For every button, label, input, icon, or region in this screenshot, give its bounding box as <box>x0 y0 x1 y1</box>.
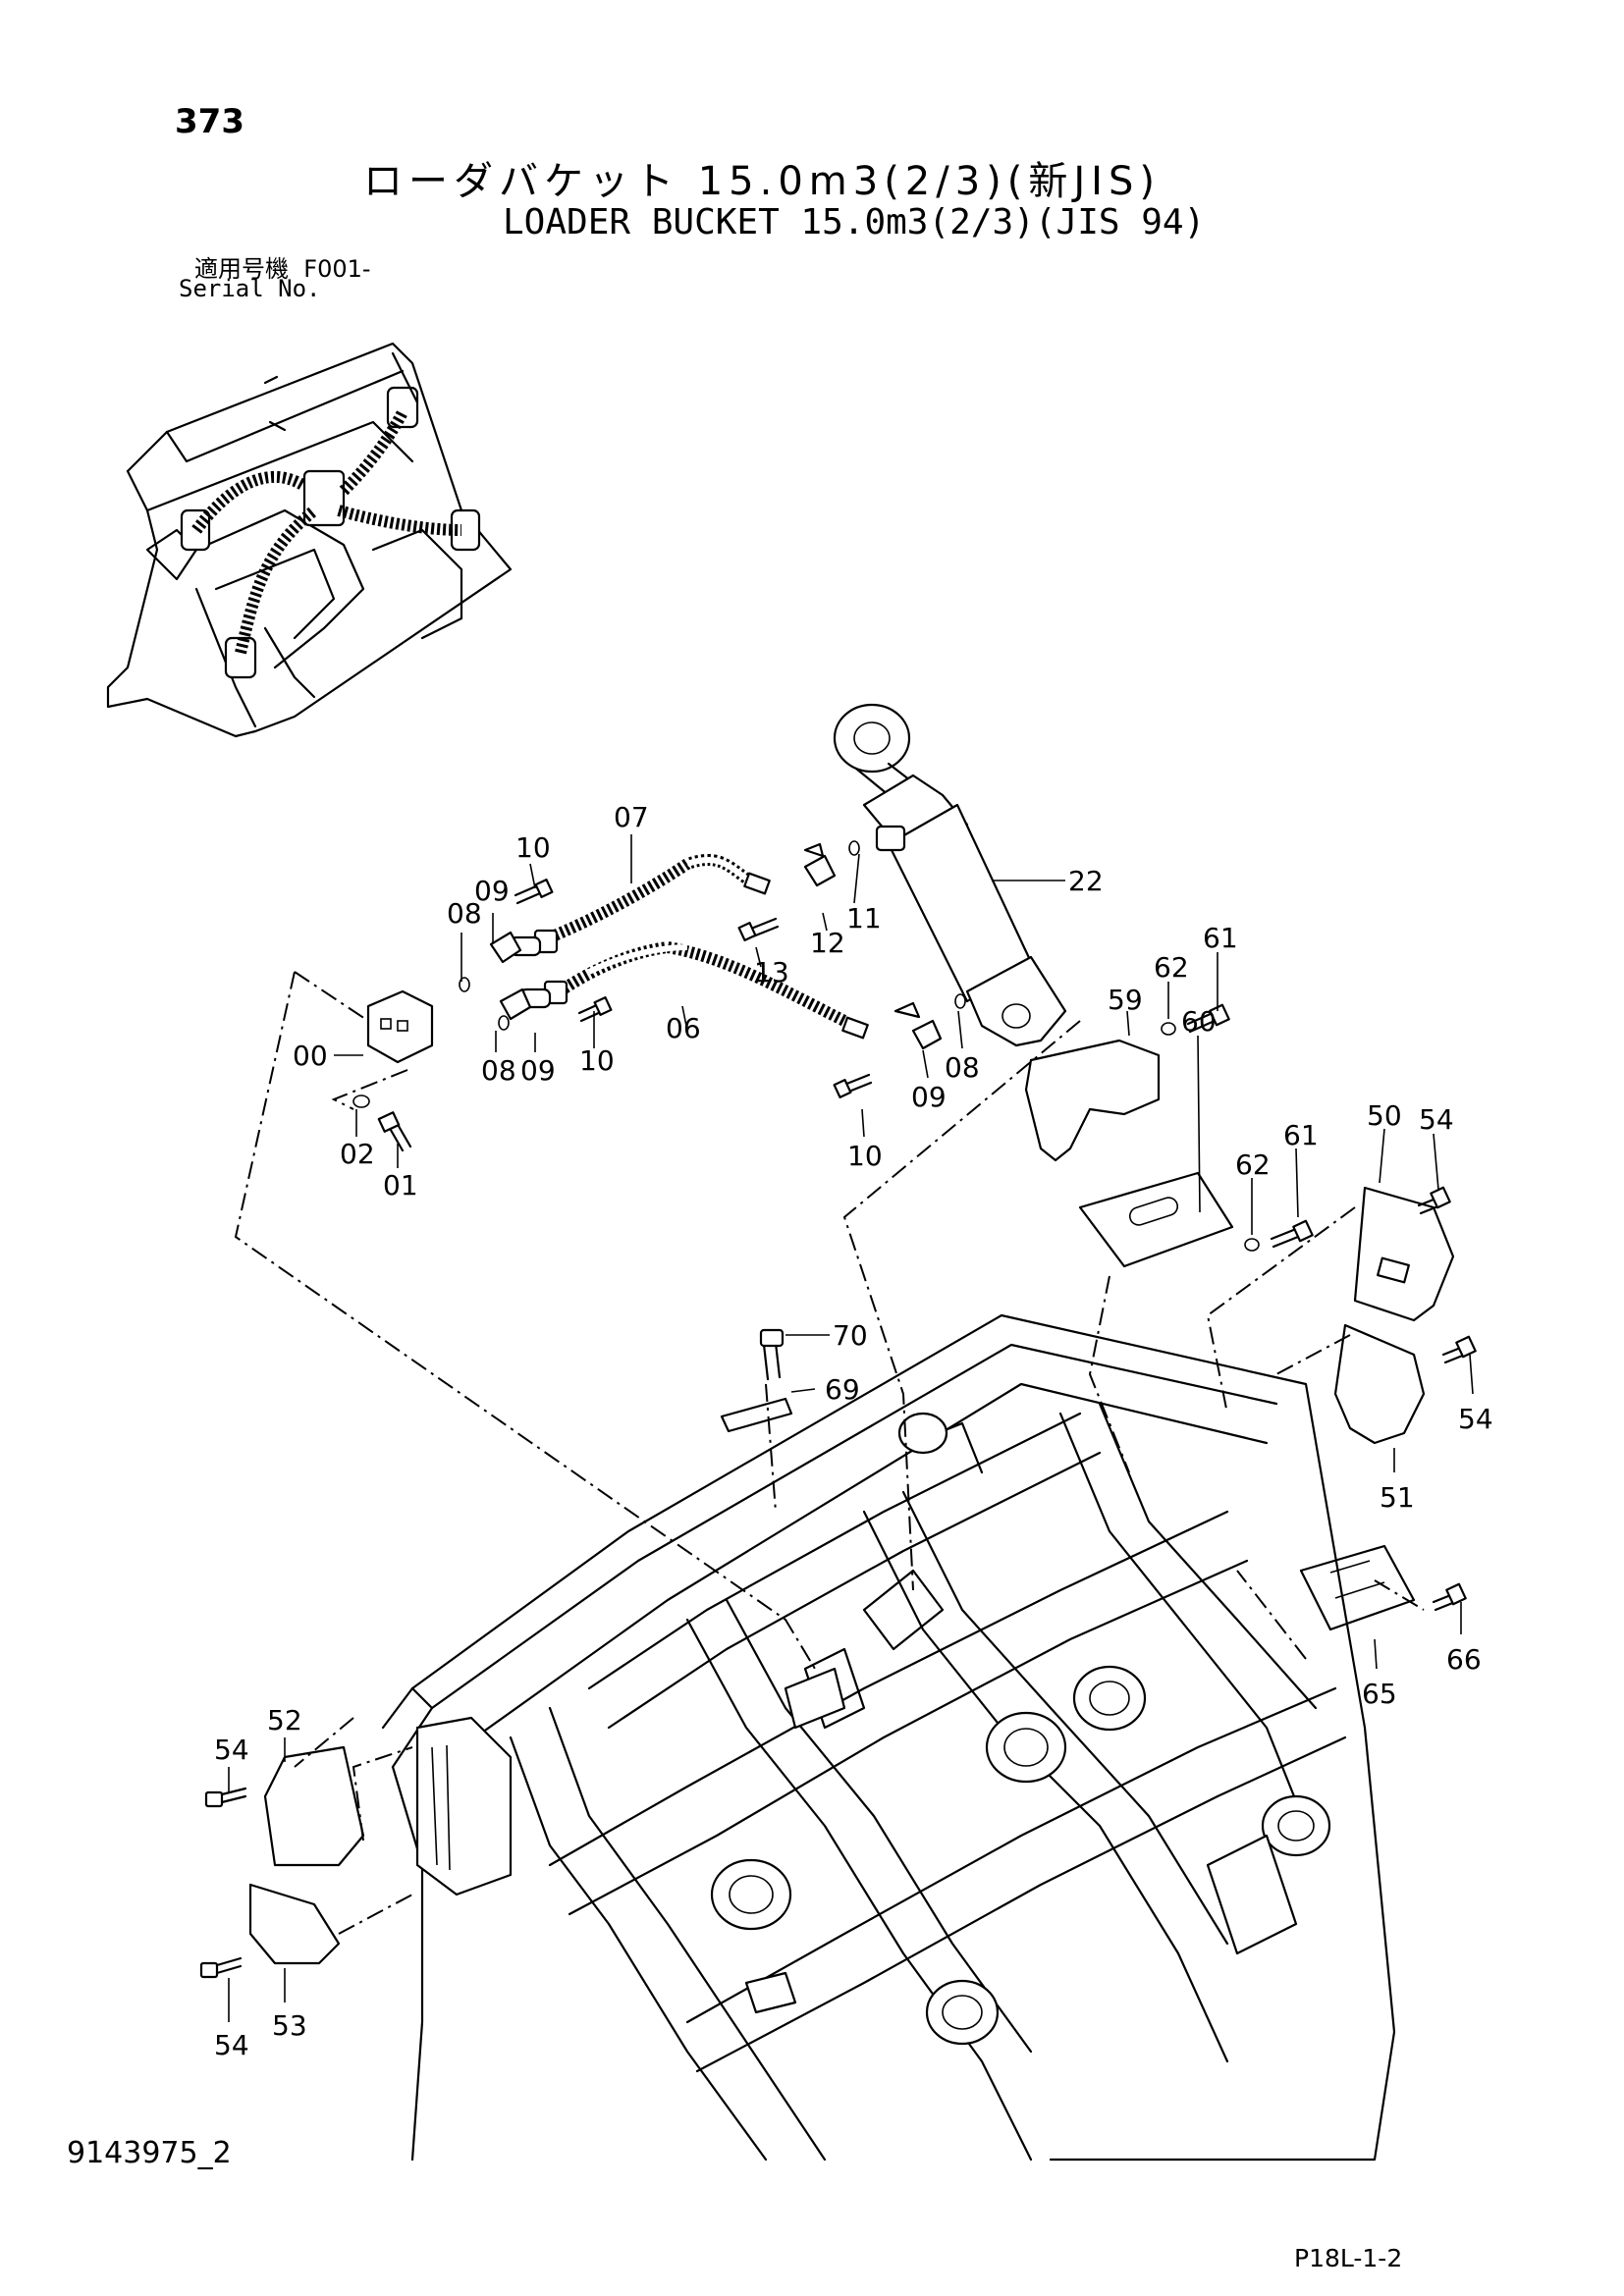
routing-lines <box>234 971 1425 1935</box>
document-id: 9143975_2 <box>67 2136 232 2170</box>
callout-10-c: 10 <box>847 1140 883 1172</box>
callout-01: 01 <box>383 1169 418 1201</box>
callout-10-b: 10 <box>579 1044 615 1077</box>
callout-08: 08 <box>447 897 482 930</box>
callout-11: 11 <box>846 902 882 934</box>
callout-09-c: 09 <box>911 1081 947 1113</box>
hose-assembly <box>509 854 869 1040</box>
page-number: 373 <box>175 102 244 141</box>
callout-62: 62 <box>1154 951 1189 984</box>
serial-label-en: Serial No. <box>179 275 321 302</box>
callout-10: 10 <box>515 831 551 864</box>
callout-50: 50 <box>1367 1099 1402 1132</box>
callout-13: 13 <box>754 956 789 988</box>
callout-51: 51 <box>1380 1481 1415 1514</box>
page-code: P18L-1-2 <box>1294 2244 1403 2272</box>
callout-06: 06 <box>666 1012 701 1044</box>
callout-00: 00 <box>293 1040 328 1072</box>
callout-08-c: 08 <box>945 1051 980 1084</box>
callout-59: 59 <box>1108 984 1143 1016</box>
overview-inset <box>106 342 513 738</box>
flanges-and-fasteners <box>352 840 1314 1252</box>
callout-62-b: 62 <box>1235 1148 1271 1181</box>
callout-65: 65 <box>1362 1678 1397 1710</box>
callout-69: 69 <box>825 1373 860 1406</box>
callout-53: 53 <box>272 2009 307 2042</box>
callout-09-b: 09 <box>520 1054 556 1087</box>
callout-52: 52 <box>267 1704 302 1736</box>
callout-54-c: 54 <box>214 1734 249 1766</box>
hydraulic-cylinder <box>833 703 1067 1047</box>
callout-12: 12 <box>810 927 845 959</box>
bucket-frame <box>381 1313 1396 2162</box>
callout-07: 07 <box>614 801 649 833</box>
callout-54: 54 <box>1419 1103 1454 1136</box>
callout-66: 66 <box>1446 1643 1482 1676</box>
callout-08-b: 08 <box>481 1054 516 1087</box>
leader-lines <box>228 834 1474 2022</box>
callout-70: 70 <box>833 1319 868 1352</box>
title-japanese: ローダバケット 15.0m3(2/3)(新JIS) <box>363 159 1161 204</box>
callout-60: 60 <box>1181 1005 1217 1038</box>
callout-09: 09 <box>474 875 510 907</box>
callout-61-b: 61 <box>1283 1119 1319 1151</box>
title-english: LOADER BUCKET 15.0m3(2/3)(JIS 94) <box>503 202 1206 242</box>
callout-54-d: 54 <box>214 2029 249 2061</box>
callout-54-b: 54 <box>1458 1403 1493 1435</box>
callout-61: 61 <box>1203 922 1238 954</box>
serial-label-jp-text: 適用号機 <box>194 255 289 283</box>
callout-02: 02 <box>340 1138 375 1170</box>
callouts: 07 10 09 08 13 12 11 22 06 00 08 09 10 0… <box>214 801 1493 2061</box>
serial-label-jp: 適用号機 F001- <box>194 249 371 284</box>
callout-22: 22 <box>1068 865 1104 897</box>
plates <box>199 1039 1477 1979</box>
serial-value: F001- <box>303 255 371 283</box>
